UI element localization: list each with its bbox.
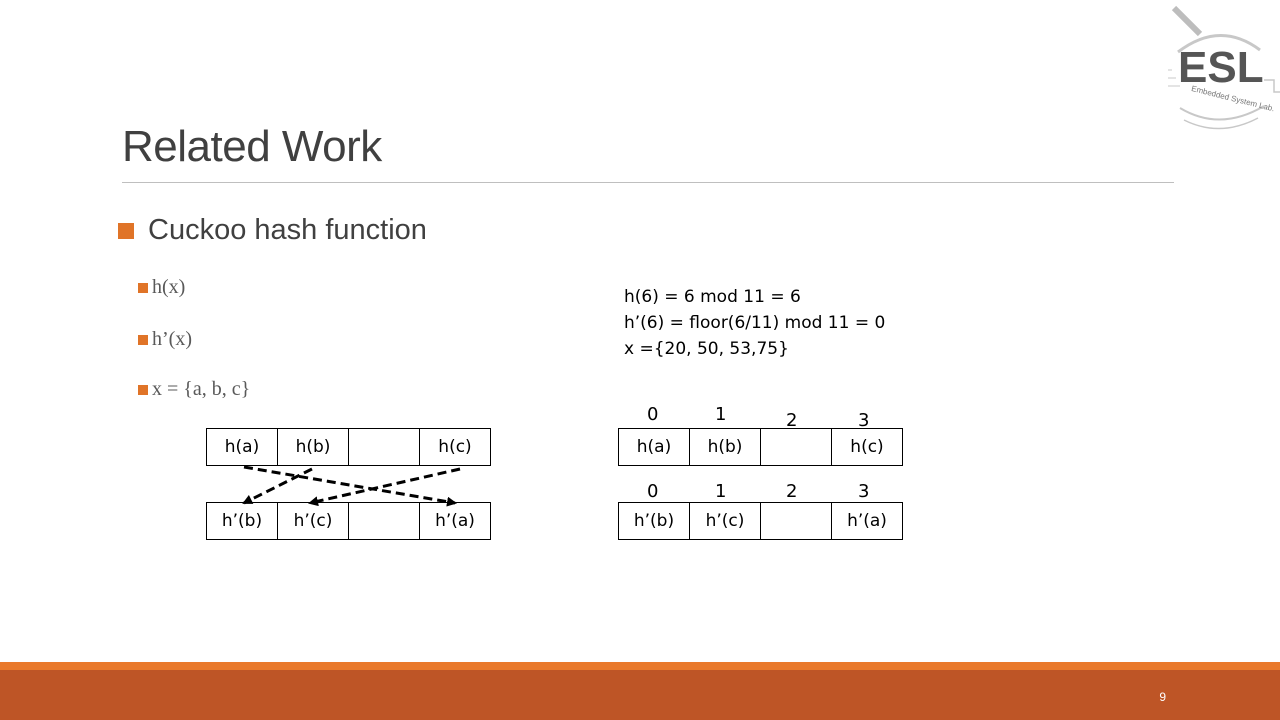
table-cell: h(c) [419,428,491,466]
table-cell [348,428,420,466]
bottom-index: 2 [786,481,798,502]
bullet-square-icon [138,384,148,395]
arrow-a [243,465,457,507]
sub-item-hx: h(x) [138,276,185,299]
formula-block: h(6) = 6 mod 11 = 6 h’(6) = floor(6/11) … [624,284,885,362]
table-cell: h(b) [689,428,761,466]
table-cell [348,502,420,540]
table-cell: h’(c) [277,502,349,540]
footer-bar [0,670,1280,720]
left-bottom-hash-table: h’(b) h’(c) h’(a) [206,502,491,540]
bottom-index: 1 [715,481,727,502]
sub-item-text: x = {a, b, c} [152,378,251,400]
page-number: 9 [1159,690,1166,704]
top-index: 1 [715,404,727,425]
footer-accent-bar [0,662,1280,670]
table-cell [760,428,832,466]
right-bottom-hash-table: h’(b) h’(c) h’(a) [618,502,903,540]
sub-item-x: x = {a, b, c} [138,378,250,401]
bullet-square-icon [138,282,148,293]
svg-text:ESL: ESL [1178,43,1264,92]
sub-item-text: h(x) [152,276,186,298]
table-cell: h’(a) [419,502,491,540]
table-cell [760,502,832,540]
sub-item-hpx: h’(x) [138,328,192,351]
table-cell: h(c) [831,428,903,466]
title-divider [122,182,1174,183]
table-cell: h’(c) [689,502,761,540]
main-bullet: Cuckoo hash function [118,214,427,247]
table-cell: h(a) [206,428,278,466]
right-top-hash-table: h(a) h(b) h(c) [618,428,903,466]
formula-line: h’(6) = floor(6/11) mod 11 = 0 [624,313,886,333]
table-cell: h(b) [277,428,349,466]
arrow-c [308,467,461,507]
top-index: 3 [858,410,870,431]
bullet-square-icon [138,334,148,345]
left-top-hash-table: h(a) h(b) h(c) [206,428,491,466]
bullet-square-icon [118,222,134,239]
slide-title: Related Work [122,122,382,171]
esl-logo: ESL Embedded System Lab. [1168,5,1280,130]
formula-line: h(6) = 6 mod 11 = 6 [624,287,801,307]
table-cell: h(a) [618,428,690,466]
table-cell: h’(b) [618,502,690,540]
main-bullet-text: Cuckoo hash function [148,214,427,246]
arrow-b [242,467,313,505]
formula-line: x ={20, 50, 53,75} [624,339,789,359]
bottom-index: 3 [858,481,870,502]
sub-item-text: h’(x) [152,328,192,350]
bottom-index: 0 [647,481,659,502]
top-index: 0 [647,404,659,425]
table-cell: h’(a) [831,502,903,540]
top-index: 2 [786,410,798,431]
table-cell: h’(b) [206,502,278,540]
